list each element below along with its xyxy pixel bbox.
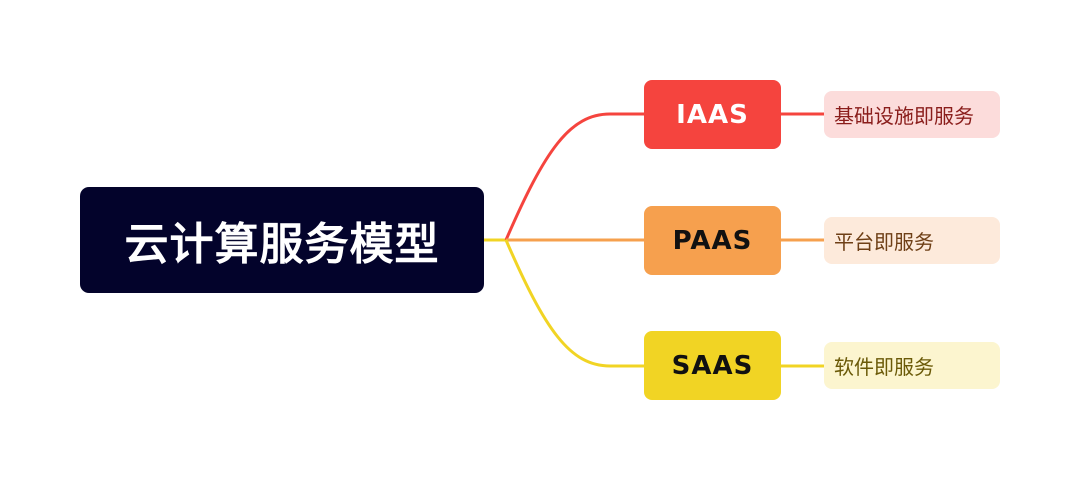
connector-root-saas: [504, 239, 644, 368]
branch-node-paas-label: PAAS: [672, 225, 753, 256]
branch-node-paas[interactable]: PAAS: [644, 206, 781, 275]
leaf-node-saas-label: 软件即服务: [834, 355, 934, 379]
branch-node-iaas-label: IAAS: [676, 99, 749, 130]
leaf-node-paas[interactable]: 平台即服务: [824, 217, 1000, 264]
connector-root-iaas: [504, 112, 644, 241]
root-node-label: 云计算服务模型: [124, 219, 440, 270]
leaf-node-iaas[interactable]: 基础设施即服务: [824, 91, 1000, 138]
branch-node-saas[interactable]: SAAS: [644, 331, 781, 400]
leaf-node-iaas-label: 基础设施即服务: [834, 104, 974, 128]
branch-node-saas-label: SAAS: [671, 350, 754, 381]
leaf-node-paas-label: 平台即服务: [834, 230, 934, 254]
root-node[interactable]: 云计算服务模型: [80, 187, 484, 293]
branch-node-iaas[interactable]: IAAS: [644, 80, 781, 149]
leaf-node-saas[interactable]: 软件即服务: [824, 342, 1000, 389]
